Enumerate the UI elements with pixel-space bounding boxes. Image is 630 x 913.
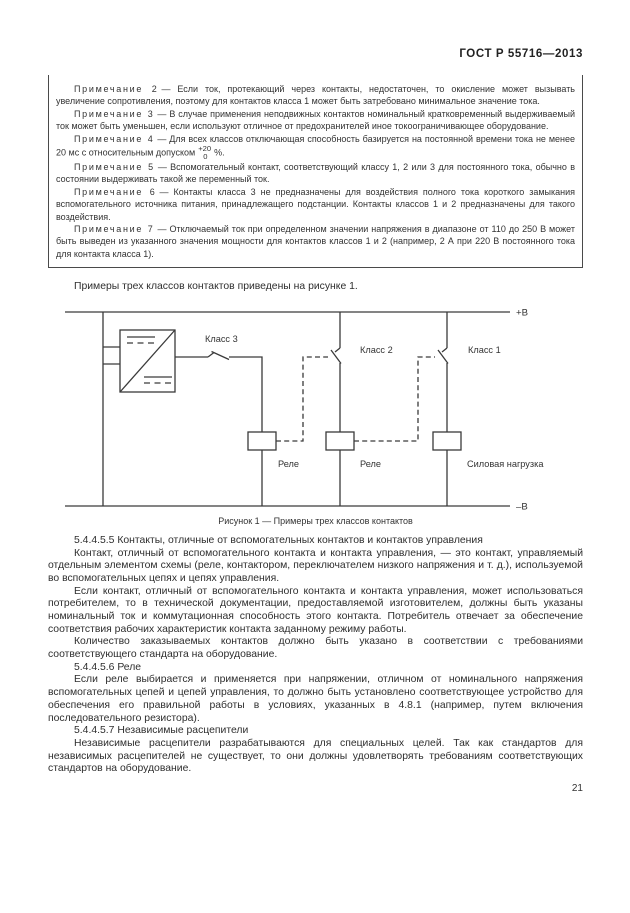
note-text: — Для всех классов отключающая способнос… [56, 133, 575, 158]
note-text: — Отключаемый ток при определенном значе… [56, 224, 575, 259]
intro-paragraph: Примеры трех классов контактов приведены… [74, 281, 358, 293]
note-text: — В случае применения неподвижных контак… [56, 108, 576, 132]
class3-label: Класс 3 [205, 334, 238, 344]
note-label: Примечание 6 [74, 186, 157, 197]
section-heading-5-4-4-5-7: 5.4.4.5.7 Независимые расцепители [74, 725, 249, 737]
bus-negative-label: –В [516, 501, 528, 512]
tolerance-lower: 0 [203, 152, 208, 161]
body-paragraph: Независимые расцепители разрабатываются … [48, 737, 583, 775]
section-heading-5-4-4-5-5: 5.4.4.5.5 Контакты, отличные от вспомога… [74, 534, 483, 546]
section-heading-5-4-4-5-6: 5.4.4.5.6 Реле [74, 661, 142, 673]
note-text: %. [214, 147, 225, 158]
relay2-label: Реле [360, 459, 381, 469]
relay1-label: Реле [278, 459, 299, 469]
note-3: Примечание 3— В случае применения неподв… [56, 108, 575, 133]
note-7: Примечание 7— Отключаемый ток при опреде… [56, 223, 575, 260]
control-link-relay1-class2 [276, 356, 328, 442]
circuit-diagram: +В –В Класс 3 Класс 2 Класс 1 Реле Реле … [65, 307, 544, 512]
load-label: Силовая нагрузка [467, 459, 544, 469]
load-box [432, 431, 462, 451]
control-link-relay2-class1 [354, 356, 435, 442]
note-text: — Контакты класса 3 не предназначены для… [56, 186, 575, 222]
figure-1: +В –В Класс 3 Класс 2 Класс 1 Реле Реле … [48, 299, 583, 526]
note-text: — Если ток, протекающий через контакты, … [56, 84, 575, 107]
bus-positive-label: +В [516, 307, 528, 318]
body-paragraph: Если реле выбирается и применяется при н… [48, 674, 583, 724]
class2-switch [330, 311, 342, 432]
relay1-box [247, 431, 277, 451]
note-label: Примечание 5 [74, 161, 155, 172]
class1-switch [437, 311, 449, 432]
page-number: 21 [571, 782, 583, 794]
dc-converter-symbol [103, 329, 176, 393]
tolerance-upper: +20 [198, 144, 212, 154]
class1-label: Класс 1 [468, 345, 501, 355]
body-paragraph: Количество заказываемых контактов должно… [48, 636, 583, 661]
note-label: Примечание 2 [74, 84, 159, 94]
note-6: Примечание 6— Контакты класса 3 не предн… [56, 186, 575, 223]
document-header: ГОСТ Р 55716—2013 [459, 48, 583, 60]
class2-label: Класс 2 [360, 345, 393, 355]
body-paragraph: Контакт, отличный от вспомогательного ко… [48, 547, 583, 584]
page-content: ГОСТ Р 55716—2013 Примечание 2— Если ток… [48, 0, 583, 794]
note-4: Примечание 4— Для всех классов отключающ… [56, 133, 575, 161]
note-label: Примечание 3 [74, 108, 155, 119]
body-paragraph: Если контакт, отличный от вспомогательно… [48, 585, 583, 635]
figure-caption: Рисунок 1 — Примеры трех классов контакт… [218, 515, 413, 526]
sections: 5.4.4.5.5 Контакты, отличные от вспомога… [48, 535, 583, 776]
note-label: Примечание 4 [74, 133, 155, 144]
relay2-box [325, 431, 355, 451]
notes-box: Примечание 2— Если ток, протекающий чере… [48, 75, 583, 269]
class3-switch [175, 350, 263, 432]
note-2: Примечание 2— Если ток, протекающий чере… [56, 83, 575, 108]
note-5: Примечание 5— Вспомогательный контакт, с… [56, 161, 575, 186]
note-text: — Вспомогательный контакт, соответствующ… [56, 161, 575, 185]
note-label: Примечание 7 [74, 224, 155, 234]
